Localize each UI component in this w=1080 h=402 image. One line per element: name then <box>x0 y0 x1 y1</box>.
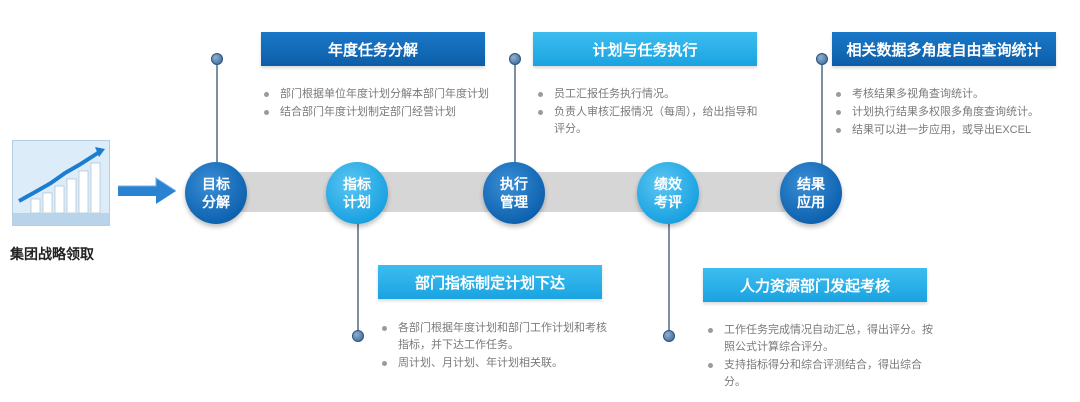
box-title-hr-assessment: 人力资源部门发起考核 <box>703 268 927 302</box>
box-title-dept-indicators: 部门指标制定计划下达 <box>378 265 602 299</box>
step-label: 结果 <box>797 176 825 192</box>
list-item: 工作任务完成情况自动汇总，得出评分。按照公式计算综合评分。 <box>706 322 934 356</box>
box-title-annual-tasks: 年度任务分解 <box>261 32 485 66</box>
strategy-chart-image <box>12 140 110 226</box>
connector-line-1 <box>216 60 218 172</box>
step-label: 分解 <box>202 194 230 210</box>
connector-dot-4 <box>663 330 675 342</box>
list-item: 负责人审核汇报情况（每周），给出指导和评分。 <box>536 104 764 138</box>
step-circle-performance: 绩效考评 <box>637 162 699 224</box>
step-circle-execution: 执行管理 <box>483 162 545 224</box>
list-item: 各部门根据年度计划和部门工作计划和考核指标，并下达工作任务。 <box>380 320 610 354</box>
box-title-data-query: 相关数据多角度自由查询统计 <box>832 32 1056 66</box>
list-item: 计划执行结果多权限多角度查询统计。 <box>834 104 1074 121</box>
box-list-hr-assessment: 工作任务完成情况自动汇总，得出评分。按照公式计算综合评分。 支持指标得分和综合评… <box>706 322 934 392</box>
box-title-plan-execution: 计划与任务执行 <box>533 32 757 66</box>
arrow-right-icon <box>118 177 176 204</box>
connector-dot-1 <box>211 53 223 65</box>
box-list-dept-indicators: 各部门根据年度计划和部门工作计划和考核指标，并下达工作任务。 周计划、月计划、年… <box>380 320 610 373</box>
step-label: 考评 <box>654 194 682 210</box>
connector-line-2 <box>357 212 359 332</box>
list-item: 周计划、月计划、年计划相关联。 <box>380 355 610 372</box>
step-label: 管理 <box>500 194 528 210</box>
box-list-plan-execution: 员工汇报任务执行情况。 负责人审核汇报情况（每周），给出指导和评分。 <box>536 86 764 139</box>
step-label: 指标 <box>343 176 371 192</box>
step-circle-indicator: 指标计划 <box>326 162 388 224</box>
step-label: 应用 <box>797 194 825 210</box>
connector-dot-3 <box>509 53 521 65</box>
box-list-annual-tasks: 部门根据单位年度计划分解本部门年度计划 结合部门年度计划制定部门经营计划 <box>262 86 494 122</box>
list-item: 结合部门年度计划制定部门经营计划 <box>262 104 494 121</box>
list-item: 支持指标得分和综合评测结合，得出综合分。 <box>706 357 934 391</box>
step-circle-target: 目标分解 <box>185 162 247 224</box>
list-item: 考核结果多视角查询统计。 <box>834 86 1074 103</box>
list-item: 结果可以进一步应用，或导出EXCEL <box>834 122 1074 139</box>
intro-label: 集团战略领取 <box>10 246 94 262</box>
step-label: 绩效 <box>654 176 682 192</box>
connector-line-5 <box>821 60 823 172</box>
connector-dot-5 <box>816 53 828 65</box>
step-label: 计划 <box>343 194 371 210</box>
list-item: 员工汇报任务执行情况。 <box>536 86 764 103</box>
list-item: 部门根据单位年度计划分解本部门年度计划 <box>262 86 494 103</box>
connector-line-4 <box>668 212 670 332</box>
step-circle-result: 结果应用 <box>780 162 842 224</box>
connector-line-3 <box>514 60 516 172</box>
connector-dot-2 <box>352 330 364 342</box>
box-list-data-query: 考核结果多视角查询统计。 计划执行结果多权限多角度查询统计。 结果可以进一步应用… <box>834 86 1074 140</box>
step-label: 执行 <box>500 176 528 192</box>
step-label: 目标 <box>202 176 230 192</box>
